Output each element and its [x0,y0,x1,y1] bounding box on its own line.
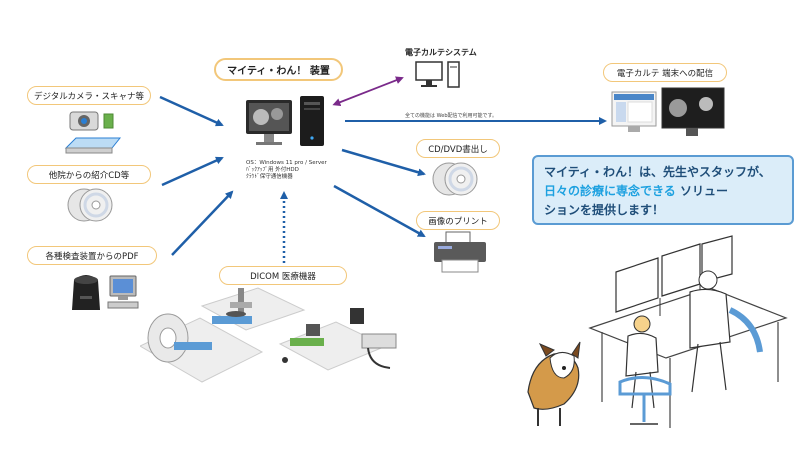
ehr-computer-icon [415,61,460,88]
terminal-label: 電子カルテ 端末への配信 [603,63,727,82]
cd-dvd-label: CD/DVD書出し [416,139,500,158]
input-label-pdf: 各種検査装置からのPDF [27,246,157,265]
server-workstation-icon [246,96,324,146]
printer-icon [434,231,486,273]
cd-disc-icon [67,188,113,222]
arrow-center-to-print [333,184,426,238]
arrow-center-ehr [332,76,404,106]
terminal-monitors-icon [611,87,725,136]
os-line: OS：Windows 11 pro / Server [246,160,327,166]
arrow-cd-to-center [161,156,224,187]
callout-text-part2: ソリュー [675,184,728,198]
os-line: ﾊﾞｯｸｱｯﾌﾟ用 外付HDD [246,167,299,173]
camera-scanner-icon [64,111,122,154]
os-spec-text: OS：Windows 11 pro / Server ﾊﾞｯｸｱｯﾌﾟ用 外付H… [246,160,327,181]
arrow-camera-to-center [159,95,224,127]
lab-device-pc-icon [72,275,139,310]
print-label: 画像のプリント [416,211,500,230]
center-title: マイティ・わん！ 装置 [214,58,343,81]
input-label-camera: デジタルカメラ・スキャナ等 [27,86,151,105]
arrow-center-to-cd [341,148,426,177]
callout-highlight: 日々の診療に専念できる [544,184,676,198]
arrow-pdf-to-center [171,190,234,256]
callout-box: マイティ・わん！は、先生やスタッフが、 日々の診療に専念できる ソリュー ション… [532,155,794,225]
dicom-equipment-illustration [140,287,397,383]
web-note: 全ての機能は Web配信で利用可能です。 [405,113,497,119]
callout-text-part3: ションを提供します！ [544,203,665,217]
input-label-cd: 他院からの紹介CD等 [27,165,151,184]
os-line: ｸﾗｳﾄﾞ保守通信機器 [246,174,293,180]
clinic-scene-illustration [527,235,788,428]
ehr-system-label: 電子カルテシステム [405,48,477,57]
cd-dvd-output-icon [432,162,478,196]
callout-text-part1: マイティ・わん！は、先生やスタッフが、 [544,165,771,179]
dicom-label: DICOM 医療機器 [219,266,347,285]
